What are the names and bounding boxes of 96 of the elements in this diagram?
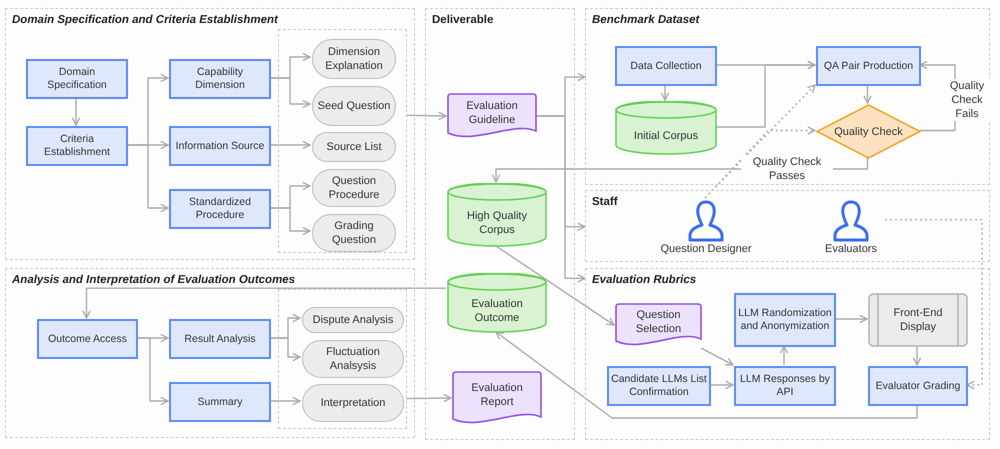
arrow [835,314,868,324]
group-frame [278,289,407,429]
process-box [868,366,968,406]
section-panel [5,8,415,260]
arrow [270,77,311,108]
box-label: LLM Responses by API [739,373,831,399]
section-heading: Deliverable [432,13,494,27]
arrow [496,245,615,326]
box-label: Source List [326,140,382,154]
section-panel [425,8,575,440]
section-heading: Staff [592,195,618,209]
section-panel [585,190,990,262]
rounded-box [302,340,404,378]
group-frame [278,29,407,253]
box-label: Dimension Explanation [324,45,384,73]
rounded-box [312,214,396,252]
arrow [495,331,918,419]
arrow [710,380,734,390]
box-label: Outcome Access [48,332,127,346]
arrow [82,288,446,319]
process-box [169,319,271,359]
arrow [780,345,788,365]
arrow [137,337,169,406]
arrow [72,98,80,126]
process-box [169,59,271,99]
person-label: Evaluators [825,243,877,256]
section-heading: Domain Specification and Criteria Establishment [12,13,278,27]
arrow [406,112,447,120]
process-box [615,46,717,86]
shape-label: Front-End Display [892,306,944,334]
process-box [26,126,128,166]
box-label: Grading Question [330,219,378,247]
database-cylinder [447,273,547,333]
decision-diamond [816,104,921,159]
process-box [816,46,921,86]
arrow [127,144,169,212]
person-label: Question Designer [660,243,752,256]
database-cylinder [447,183,547,247]
process-box [734,293,836,347]
section-heading: Analysis and Interpretation of Evaluation Outcomes [12,273,296,287]
process-box [169,189,271,229]
box-label: Domain Specification [46,66,108,92]
box-label: Evaluator Grading [876,380,960,392]
arrow [863,85,872,104]
box-label: Capability Dimension [194,66,246,92]
arrow [912,346,922,366]
display-box [868,293,968,347]
rounded-box [312,86,396,126]
shape-label: High Quality Corpus [466,209,528,237]
box-label: Data Collection [630,60,702,72]
rounded-box [312,39,396,79]
arrow [270,140,311,150]
rounded-box [302,307,404,333]
process-box [37,319,138,359]
arrow [700,347,734,366]
process-box [734,366,836,406]
shape-label: Evaluation Outcome [470,297,524,325]
section-panel [585,268,990,440]
box-label: Dispute Analysis [312,313,394,327]
box-label: Result Analysis [184,332,256,346]
box-label: Summary [198,396,242,408]
rounded-box [312,169,396,207]
arrow [716,60,816,128]
box-label: Candidate LLMs List Confirmation [611,373,707,399]
box-label: LLM Randomization and Anonymization [738,307,832,333]
arrow [406,394,452,402]
box-label: Seed Question [318,99,390,113]
rounded-box [302,384,404,422]
arrow [885,219,983,390]
section-heading: Benchmark Dataset [592,13,700,27]
process-box [607,366,711,406]
box-label: Criteria Establishment [43,133,111,159]
box-label: QA Pair Production [824,60,914,72]
database-cylinder [615,101,717,155]
arrow [270,396,301,406]
process-box [169,382,271,422]
rounded-box [312,132,396,162]
box-label: Fluctuation Analsysis [325,345,381,373]
process-box [169,126,271,166]
shape-label: Evaluation Report [470,381,524,409]
arrow [660,85,670,101]
process-box [26,59,128,99]
box-label: Information Source [176,140,264,152]
box-label: Question Procedure [328,174,380,202]
arrow [704,126,816,198]
arrow [270,207,311,236]
section-panel [5,268,415,438]
arrow [270,337,301,362]
box-label: Standardized Procedure [188,196,252,222]
arrow [536,115,586,283]
shape-label: Evaluation Guideline [465,99,519,127]
shape-label: Question Selection [634,308,682,336]
box-label: Interpretation [320,396,386,410]
shape-label: Initial Corpus [634,129,698,143]
section-heading: Evaluation Rubrics [592,273,696,287]
shape-label: Quality Check [834,124,903,138]
